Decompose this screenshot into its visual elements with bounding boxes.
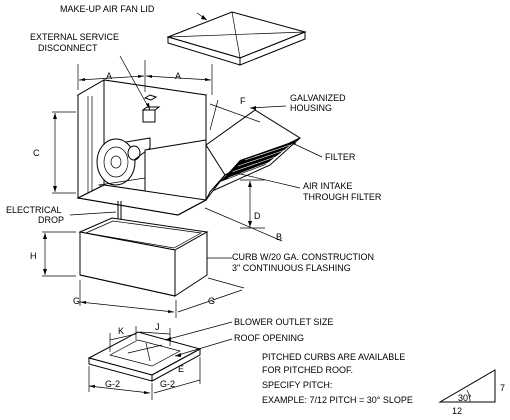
pitch-rise: 7: [500, 383, 505, 393]
dim-g-right: G: [208, 296, 215, 306]
pitch-angle: 30°: [458, 393, 472, 403]
roof-curb: [78, 217, 209, 297]
label-blower-outlet: BLOWER OUTLET SIZE: [234, 317, 333, 327]
note-line-2: FOR PITCHED ROOF.: [262, 365, 353, 375]
dim-a-left: A: [106, 71, 112, 81]
dim-d: D: [254, 211, 261, 221]
roof-opening: [87, 331, 202, 382]
label-air-intake: AIR INTAKE: [303, 181, 352, 191]
dim-a-right: A: [175, 71, 181, 81]
fan-housing: [76, 79, 208, 216]
dim-c: C: [33, 148, 40, 158]
label-housing: HOUSING: [290, 103, 332, 113]
label-electrical: ELECTRICAL: [6, 205, 62, 215]
dim-b: B: [276, 232, 282, 242]
fan-lid: [166, 11, 307, 66]
label-flashing: 3" CONTINUOUS FLASHING: [232, 263, 351, 273]
dim-g2-left: G-2: [105, 379, 120, 389]
label-through-filter: THROUGH FILTER: [303, 192, 382, 202]
filter-hood: [205, 109, 302, 201]
dim-h: H: [30, 251, 37, 261]
dim-g2-right: G-2: [160, 379, 175, 389]
dim-k: K: [118, 326, 124, 336]
label-roof-opening: ROOF OPENING: [234, 333, 304, 343]
dim-g-left: G: [73, 296, 80, 306]
callout-labels: MAKE-UP AIR FAN LID EXTERNAL SERVICE DIS…: [6, 4, 382, 343]
dim-f: F: [240, 96, 246, 106]
note-line-1: PITCHED CURBS ARE AVAILABLE: [262, 352, 405, 362]
note-line-4: EXAMPLE: 7/12 PITCH = 30° SLOPE: [262, 395, 413, 405]
label-drop: DROP: [38, 215, 64, 225]
label-curb: CURB W/20 GA. CONSTRUCTION: [232, 252, 374, 262]
dim-e: E: [178, 364, 184, 374]
pitch-note: PITCHED CURBS ARE AVAILABLE FOR PITCHED …: [262, 352, 505, 416]
dim-j: J: [155, 322, 160, 332]
dimension-labels: A A F C D B H G G K J E G-2 G-2: [30, 71, 282, 389]
label-makeup-lid: MAKE-UP AIR FAN LID: [60, 4, 155, 14]
label-ext-disconnect-2: DISCONNECT: [38, 43, 98, 53]
label-ext-disconnect-1: EXTERNAL SERVICE: [30, 32, 119, 42]
pitch-triangle: [438, 369, 496, 403]
dimension-lines: [42, 60, 283, 400]
leader-lines: [69, 55, 323, 357]
note-line-3: SPECIFY PITCH:: [262, 380, 332, 390]
label-filter: FILTER: [325, 152, 356, 162]
pitch-run: 12: [452, 406, 462, 416]
label-galvanized: GALVANIZED: [290, 93, 346, 103]
